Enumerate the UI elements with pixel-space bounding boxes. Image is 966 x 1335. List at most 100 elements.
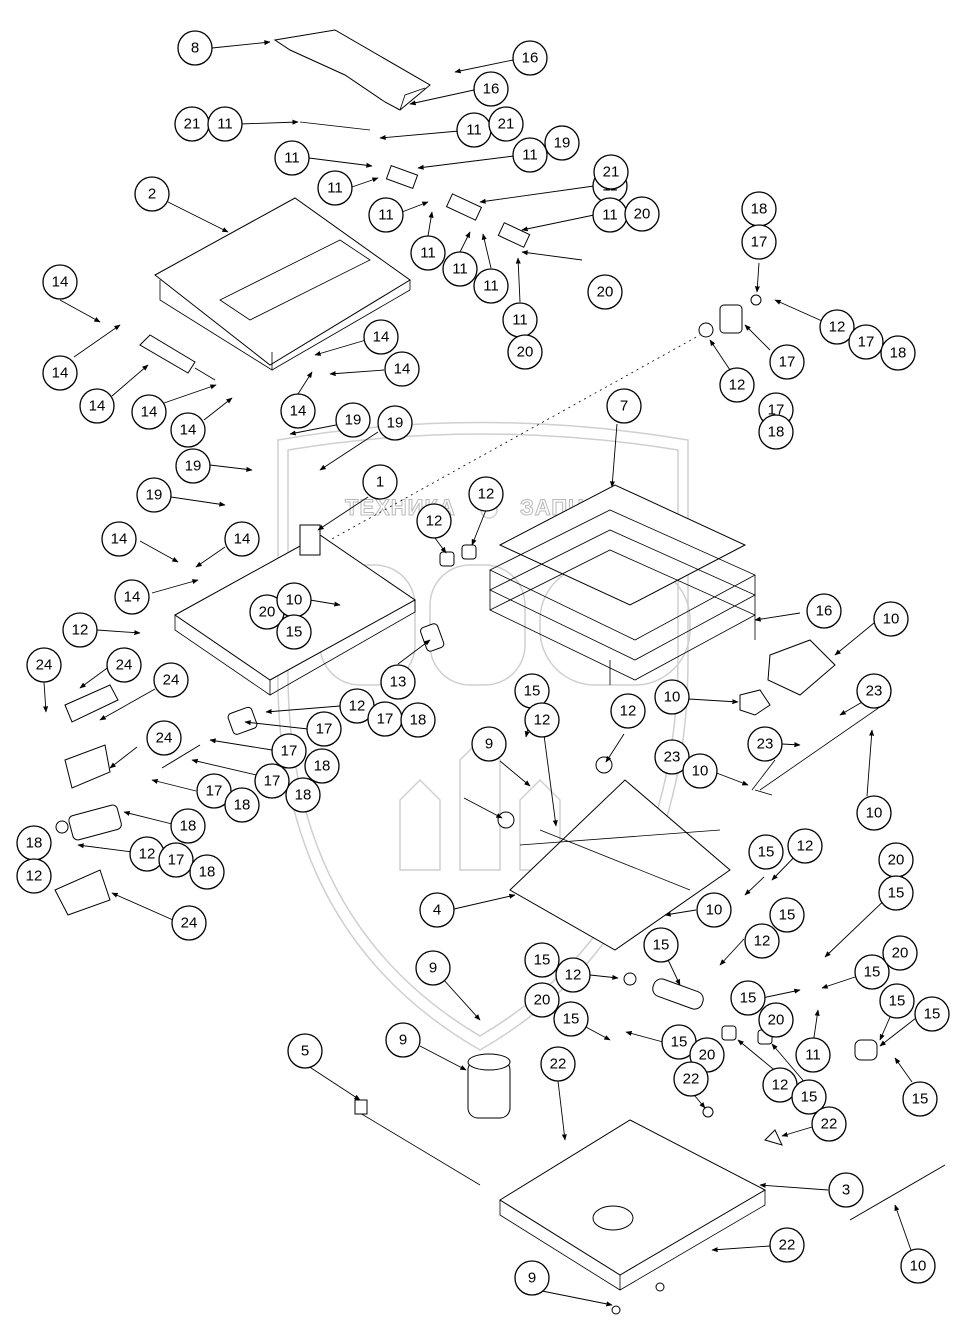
svg-text:17: 17 [377,711,394,728]
callout-9: 9 [471,726,507,762]
svg-text:14: 14 [290,403,307,420]
svg-text:15: 15 [671,1034,688,1051]
callout-15: 15 [730,980,766,1016]
callout-14: 14 [224,521,260,557]
callout-17: 17 [254,763,290,799]
callout-22: 22 [540,1046,576,1082]
leader-lines [43,40,917,1307]
svg-text:23: 23 [664,749,681,766]
callout-18: 18 [880,335,916,371]
svg-text:17: 17 [281,743,298,760]
bracket-1 [385,164,419,190]
svg-text:11: 11 [327,180,343,197]
svg-text:14: 14 [180,422,197,439]
actuator-motor [767,639,836,696]
bracket-3 [497,222,531,248]
callout-17: 17 [158,842,194,878]
callout-10: 10 [873,601,909,637]
callout-21: 21 [593,154,629,190]
rod-10 [849,1164,946,1221]
svg-text:15: 15 [864,964,881,981]
rod-5 [354,1109,481,1186]
svg-text:12: 12 [620,703,637,720]
callout-15: 15 [791,1079,827,1115]
callout-9: 9 [514,1260,550,1296]
rod [299,121,371,131]
svg-text:23: 23 [757,736,774,753]
callout-18: 18 [304,748,340,784]
callout-16: 16 [512,40,548,76]
svg-text:19: 19 [146,487,163,504]
bracket-2 [445,193,483,221]
svg-text:14: 14 [234,531,251,548]
callout-18: 18 [189,854,225,890]
callout-12: 12 [555,957,591,993]
svg-text:17: 17 [168,852,185,869]
svg-text:15: 15 [758,844,775,861]
svg-text:9: 9 [399,1032,407,1049]
svg-text:12: 12 [139,846,156,863]
svg-text:9: 9 [485,736,493,753]
svg-text:12: 12 [754,933,771,950]
svg-text:20: 20 [892,945,909,962]
callout-17: 17 [306,711,342,747]
cover-plate [273,29,431,111]
svg-text:11: 11 [805,1047,821,1064]
callout-1: 1 [362,464,398,500]
callout-14: 14 [114,579,150,615]
callout-19: 19 [335,402,371,438]
callout-24: 24 [146,720,182,756]
svg-text:15: 15 [286,624,303,641]
svg-text:15: 15 [889,993,906,1010]
callout-17: 17 [367,701,403,737]
callout-24: 24 [106,647,142,683]
svg-text:14: 14 [111,531,128,548]
callout-12: 12 [62,612,98,648]
callout-19: 19 [136,477,172,513]
svg-text:10: 10 [910,1258,927,1275]
callout-3: 3 [828,1172,864,1208]
svg-text:10: 10 [866,805,883,822]
callout-8: 8 [177,30,213,66]
svg-text:12: 12 [797,838,814,855]
callout-17: 17 [848,324,884,360]
svg-text:10: 10 [706,902,723,919]
svg-text:12: 12 [478,486,495,503]
svg-text:11: 11 [466,122,482,139]
callout-15: 15 [902,1081,938,1117]
callout-14: 14 [79,388,115,424]
svg-text:14: 14 [52,274,69,291]
svg-text:15: 15 [779,907,796,924]
callout-15: 15 [879,983,915,1019]
svg-text:14: 14 [89,398,106,415]
callout-18: 18 [224,787,260,823]
svg-text:15: 15 [888,885,905,902]
base-plate [499,1119,767,1276]
svg-text:11: 11 [512,312,528,329]
callout-12: 12 [762,1067,798,1103]
callout-15: 15 [643,927,679,963]
svg-text:22: 22 [683,1071,700,1088]
callout-11: 11 [502,302,538,338]
callout-14: 14 [363,319,399,355]
callout-5: 5 [287,1033,323,1069]
svg-text:20: 20 [768,1012,785,1029]
svg-text:17: 17 [264,773,281,790]
svg-text:21: 21 [498,116,515,133]
callout-17: 17 [196,773,232,809]
callout-20: 20 [878,842,914,878]
svg-text:11: 11 [284,150,300,167]
callout-7: 7 [606,388,642,424]
svg-text:13: 13 [390,674,407,691]
svg-text:18: 18 [26,835,43,852]
svg-text:14: 14 [52,365,69,382]
callout-14: 14 [384,351,420,387]
svg-text:18: 18 [314,758,331,775]
callout-11: 11 [442,251,478,287]
callout-19: 19 [377,405,413,441]
callout-10: 10 [276,582,312,618]
svg-text:18: 18 [234,797,251,814]
callout-19: 19 [544,125,580,161]
callout-11: 11 [207,106,243,142]
